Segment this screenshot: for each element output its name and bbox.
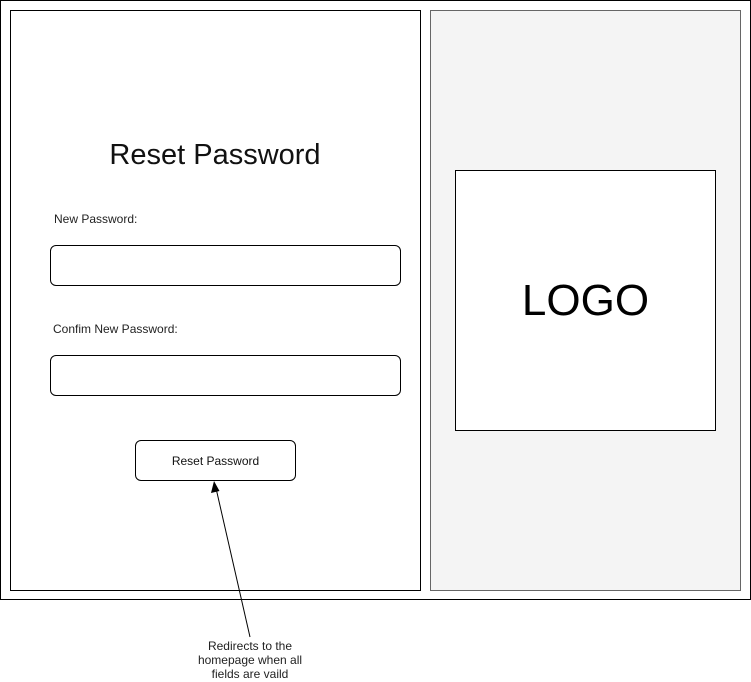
redirect-annotation-note: Redirects to the homepage when all field… [197, 639, 303, 681]
new-password-input[interactable] [50, 245, 401, 286]
new-password-label: New Password: [54, 212, 138, 226]
confirm-password-label: Confim New Password: [53, 322, 178, 336]
logo-placeholder: LOGO [455, 170, 716, 431]
confirm-password-input[interactable] [50, 355, 401, 396]
reset-password-form-panel [10, 10, 421, 591]
logo-text: LOGO [521, 275, 650, 325]
reset-password-button[interactable]: Reset Password [135, 440, 296, 481]
page-title: Reset Password [109, 139, 321, 171]
